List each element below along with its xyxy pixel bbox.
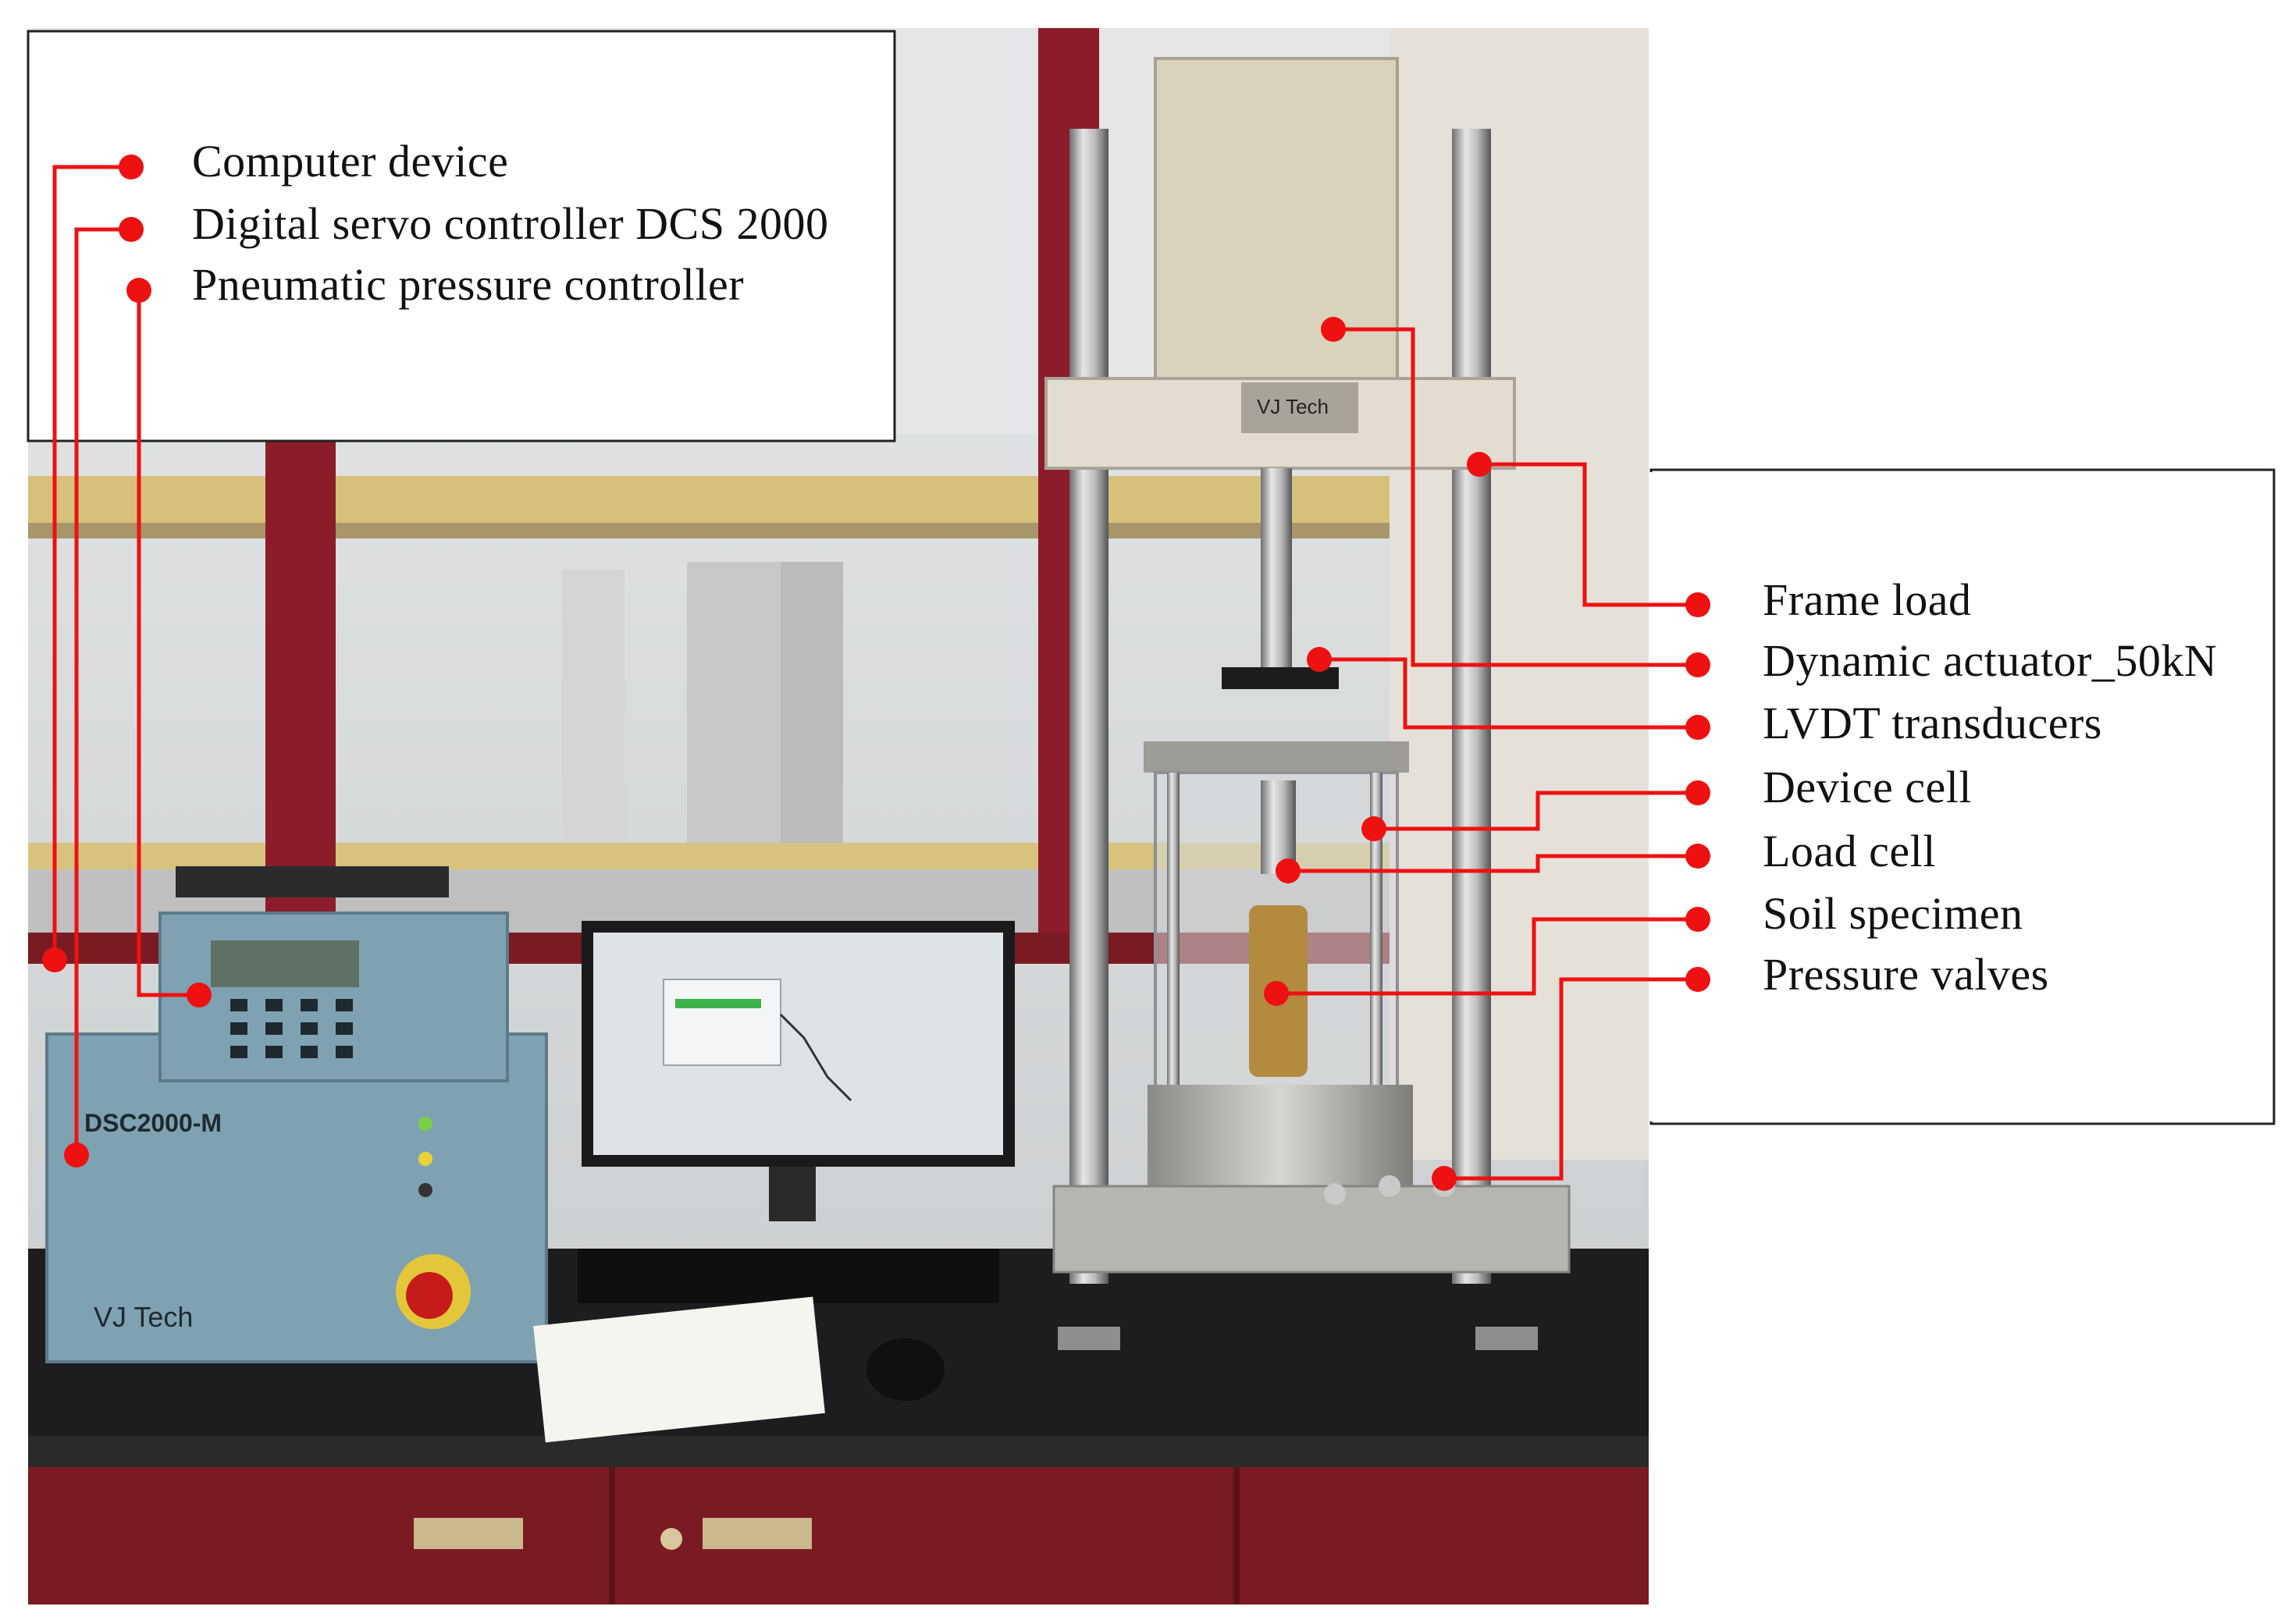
pillar-1 bbox=[562, 570, 625, 843]
actuator-housing bbox=[1154, 57, 1399, 388]
cell-tie-rod-left bbox=[1167, 773, 1180, 1100]
cell-tie-rod-right bbox=[1370, 773, 1382, 1100]
paper-sheet bbox=[533, 1296, 825, 1443]
mouse bbox=[866, 1338, 945, 1401]
pressure-controller-keypad bbox=[230, 999, 353, 1058]
pressure-controller-box bbox=[158, 912, 509, 1082]
status-led-1 bbox=[418, 1117, 432, 1131]
servo-controller-brand: VJ Tech bbox=[94, 1301, 193, 1333]
frame-foot-right bbox=[1475, 1327, 1538, 1350]
duct-2 bbox=[781, 562, 843, 843]
leader-dots-left bbox=[42, 155, 212, 1167]
leader-lines-left bbox=[52, 165, 199, 1155]
status-led-3 bbox=[418, 1183, 432, 1197]
right-label-box bbox=[1649, 468, 2276, 1125]
leader-dots-right bbox=[1264, 317, 1710, 1191]
status-led-2 bbox=[418, 1152, 432, 1166]
label-soil-specimen: Soil specimen bbox=[1763, 888, 2023, 939]
left-label-box bbox=[27, 30, 896, 442]
frame-foot-left bbox=[1058, 1327, 1120, 1350]
cabinet-seam-1 bbox=[609, 1467, 615, 1604]
base-plate bbox=[1052, 1185, 1571, 1274]
label-device-cell: Device cell bbox=[1763, 762, 1972, 812]
label-frame-load: Frame load bbox=[1763, 574, 1972, 625]
cabinet-handle-1 bbox=[414, 1518, 523, 1549]
label-pressure-controller: Pneumatic pressure controller bbox=[192, 259, 745, 310]
monitor-dialog bbox=[663, 979, 781, 1066]
servo-controller-model: DSC2000-M bbox=[84, 1109, 222, 1137]
label-load-cell: Load cell bbox=[1763, 826, 1936, 876]
frame-rod-left bbox=[1069, 129, 1108, 1284]
monitor-screen bbox=[593, 933, 1003, 1155]
frame-nameplate-text: VJ Tech bbox=[1257, 395, 1329, 418]
cell-top-plate bbox=[1144, 741, 1409, 773]
cabinet-handle-2 bbox=[703, 1518, 812, 1549]
label-dynamic-actuator: Dynamic actuator_50kN bbox=[1763, 635, 2218, 686]
load-cell bbox=[1261, 780, 1296, 874]
label-lvdt-transducers: LVDT transducers bbox=[1763, 698, 2102, 748]
duct-1 bbox=[687, 562, 781, 843]
valve-2 bbox=[1379, 1175, 1400, 1197]
monitor-stand bbox=[769, 1167, 816, 1221]
label-computer-device: Computer device bbox=[192, 136, 509, 187]
label-pressure-valves: Pressure valves bbox=[1763, 949, 2049, 1000]
cabinet-lock bbox=[660, 1528, 682, 1550]
leader-lines-right bbox=[1276, 327, 1698, 1181]
frame-nameplate bbox=[1241, 382, 1358, 433]
frame-rod-right bbox=[1452, 129, 1491, 1284]
cabinet-seam-2 bbox=[1233, 1467, 1240, 1604]
actuator-piston bbox=[1261, 468, 1292, 687]
crane-beam-shadow bbox=[28, 523, 1649, 538]
emergency-stop-button bbox=[406, 1272, 453, 1319]
cabinet bbox=[28, 1467, 1649, 1604]
valve-1 bbox=[1324, 1183, 1346, 1205]
right-box-cover bbox=[1649, 472, 1653, 1121]
lab-wall-right bbox=[1390, 28, 1649, 1160]
desk-keyboard bbox=[578, 1249, 999, 1303]
keyboard-on-controller bbox=[176, 866, 449, 897]
bench-edge bbox=[28, 1436, 1649, 1467]
pressure-controller-display bbox=[211, 940, 359, 987]
monitor-progress bbox=[675, 999, 761, 1008]
label-servo-controller: Digital servo controller DCS 2000 bbox=[192, 198, 829, 249]
monitor-graph bbox=[779, 1013, 852, 1102]
